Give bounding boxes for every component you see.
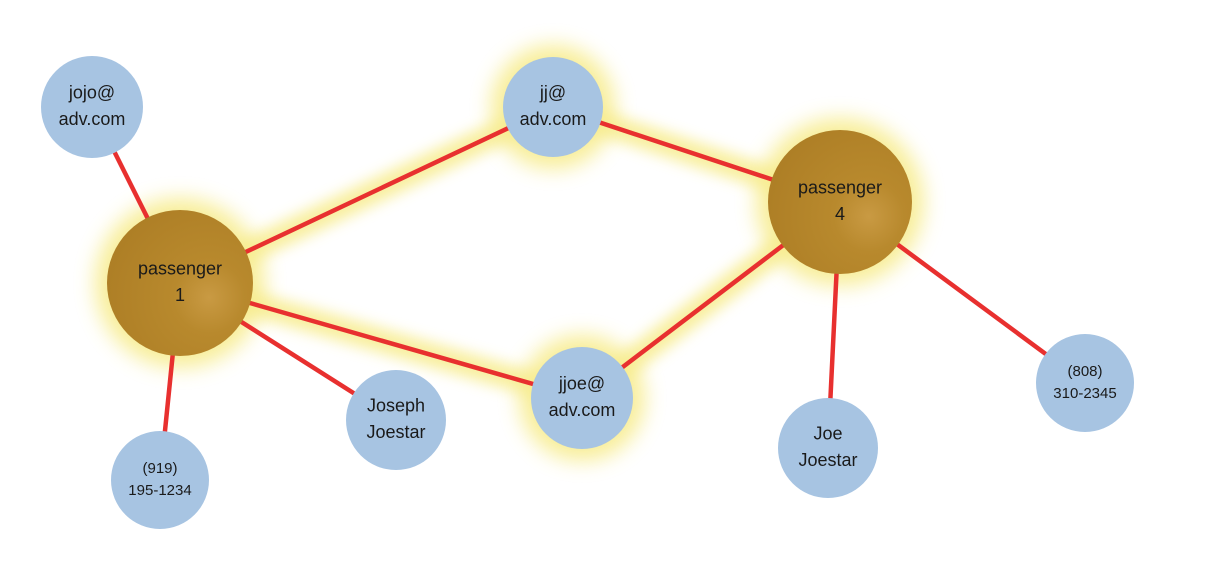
node-label-line: Joe bbox=[813, 424, 842, 444]
attribute-node-circle bbox=[1036, 334, 1134, 432]
node-label-line: passenger bbox=[798, 178, 882, 198]
attribute-node-circle bbox=[111, 431, 209, 529]
node-label-line: 4 bbox=[835, 204, 845, 224]
node-label-line: passenger bbox=[138, 259, 222, 279]
node-label-line: 1 bbox=[175, 285, 185, 305]
node-phone-919: (919) 195-1234 bbox=[111, 431, 209, 529]
passenger-node-circle bbox=[107, 210, 253, 356]
node-p4: passenger 4 bbox=[768, 130, 912, 274]
attribute-node-circle bbox=[41, 56, 143, 158]
attribute-node-circle bbox=[778, 398, 878, 498]
node-label-line: jj@ bbox=[539, 83, 566, 103]
attribute-node-circle bbox=[503, 57, 603, 157]
node-p1: passenger 1 bbox=[107, 210, 253, 356]
passenger-node-circle bbox=[768, 130, 912, 274]
node-label-line: Joestar bbox=[366, 422, 425, 442]
node-label-line: (919) bbox=[142, 460, 177, 477]
node-label-line: 195-1234 bbox=[128, 482, 191, 499]
node-label-line: jojo@ bbox=[68, 83, 115, 103]
node-label-line: Joestar bbox=[798, 450, 857, 470]
node-phone-808: (808) 310-2345 bbox=[1036, 334, 1134, 432]
node-label-line: adv.com bbox=[520, 109, 587, 129]
node-email-jj: jj@ adv.com bbox=[503, 57, 603, 157]
node-label-line: Joseph bbox=[367, 396, 425, 416]
node-label-line: adv.com bbox=[549, 400, 616, 420]
node-label-line: adv.com bbox=[59, 109, 126, 129]
attribute-node-circle bbox=[531, 347, 633, 449]
node-label-line: (808) bbox=[1067, 363, 1102, 380]
node-email-jojo: jojo@ adv.com bbox=[41, 56, 143, 158]
node-email-jjoe: jjoe@ adv.com bbox=[531, 347, 633, 449]
node-label-line: 310-2345 bbox=[1053, 385, 1116, 402]
node-label-line: jjoe@ bbox=[558, 374, 605, 394]
attribute-node-circle bbox=[346, 370, 446, 470]
node-layer: passenger 1 passenger 4 jojo@ adv.com jj@ adv.c… bbox=[41, 56, 1134, 529]
